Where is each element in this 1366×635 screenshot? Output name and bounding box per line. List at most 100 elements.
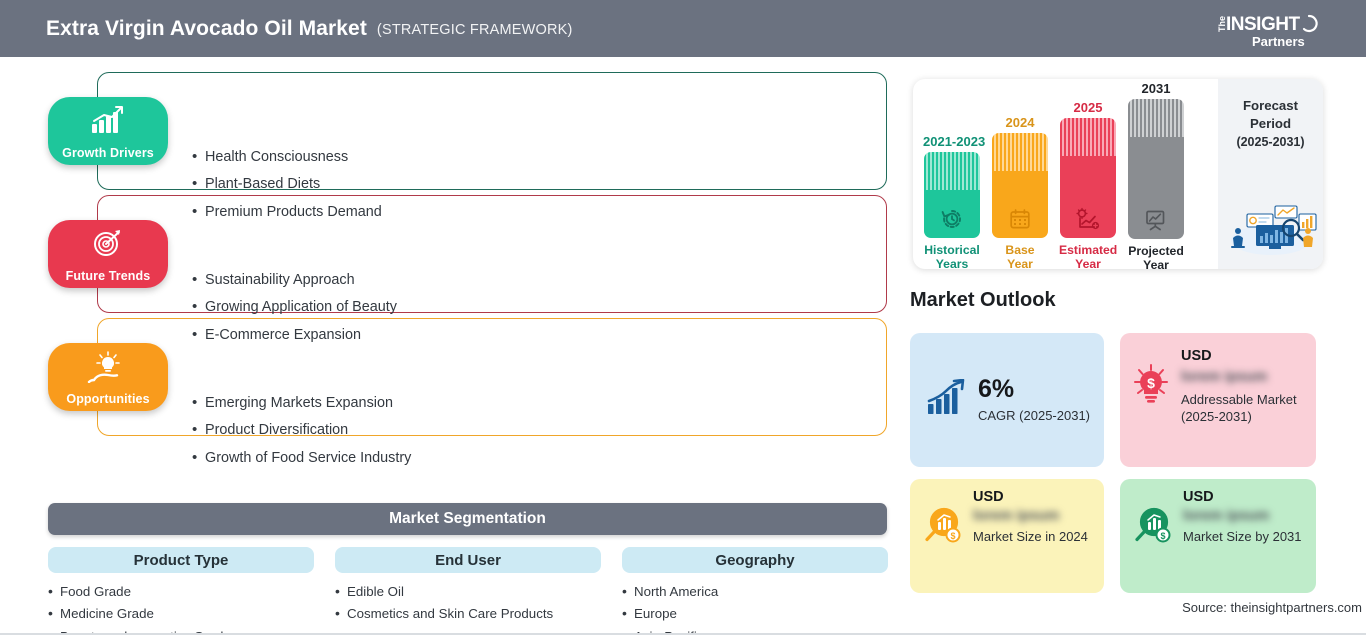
segment-list-end-user: Edible Oil Cosmetics and Skin Care Produ… <box>335 584 601 621</box>
svg-text:Partners: Partners <box>1252 34 1305 49</box>
badge-opportunities[interactable]: Opportunities <box>48 343 168 411</box>
list-growth-drivers: Health Consciousness Plant-Based Diets P… <box>192 149 382 232</box>
market-outlook-title: Market Outlook <box>910 289 1056 311</box>
bar-caption-line1: Estimated <box>1059 243 1118 257</box>
list-item: Beauty and cosmetics Grade <box>48 629 314 635</box>
card-addressable-market: $ USD lorem ipsum Addressable Market (20… <box>1120 333 1316 467</box>
bar-year-label: 2025 <box>1073 100 1103 115</box>
badge-label: Growth Drivers <box>62 145 154 160</box>
list-item: Cosmetics and Skin Care Products <box>335 606 601 620</box>
forecast-period-title: Forecast Period <box>1243 97 1298 133</box>
list-item: Plant-Based Diets <box>192 176 382 191</box>
list-item: Edible Oil <box>335 584 601 598</box>
svg-text:The: The <box>1217 16 1227 32</box>
redacted-value: lorem ipsum <box>1181 368 1268 385</box>
bar-year-label: 2031 <box>1141 81 1171 96</box>
currency-label: USD <box>1181 348 1212 364</box>
list-opportunities: Emerging Markets Expansion Product Diver… <box>192 395 411 478</box>
currency-label: USD <box>973 489 1004 505</box>
page-title: Extra Virgin Avocado Oil Market <box>46 16 367 40</box>
forecast-line1: Forecast <box>1243 98 1298 113</box>
timeline-bar-historical-years: 2021-2023 Historic <box>923 134 986 272</box>
bar-stripes <box>1128 99 1184 137</box>
card-caption: Addressable Market (2025-2031) <box>1181 392 1297 425</box>
segment-column-end-user: End User Edible Oil Cosmetics and Skin C… <box>335 547 601 630</box>
outlook-right-column: 2021-2023 Historic <box>908 57 1366 635</box>
list-item: Product Diversification <box>192 422 411 437</box>
bar-year-label: 2024 <box>1005 115 1035 130</box>
list-item: Medicine Grade <box>48 606 314 620</box>
bar-chart-growth-icon <box>88 105 128 140</box>
timeline-bar-projected-year: 2031 Projected <box>1127 82 1185 272</box>
card-market-size-2031: $ USD lorem ipsum Market Size by 2031 <box>1120 479 1316 593</box>
segment-column-geography: Geography North America Europe Asia-Paci… <box>622 547 888 635</box>
card-market-size-2024: $ USD lorem ipsum Market Size in 2024 <box>910 479 1104 593</box>
target-dart-icon <box>88 228 128 263</box>
forecast-period-panel: Forecast Period (2025-2031) <box>1218 79 1323 269</box>
hand-lightbulb-icon <box>86 351 130 388</box>
bottom-divider <box>0 633 1366 635</box>
segment-header-end-user: End User <box>335 547 601 573</box>
bar-stripes <box>992 133 1048 171</box>
segment-header-geography: Geography <box>622 547 888 573</box>
card-caption: Market Size in 2024 <box>973 529 1088 545</box>
bar-stripes <box>1060 118 1116 156</box>
study-period-timeline-card: 2021-2023 Historic <box>913 79 1323 272</box>
bar-caption-line2: Year <box>1007 257 1033 272</box>
segment-list-geography: North America Europe Asia-Pacific <box>622 584 888 635</box>
svg-text:$: $ <box>1160 531 1165 541</box>
currency-label: USD <box>1183 489 1214 505</box>
svg-text:$: $ <box>950 531 955 541</box>
bar-caption-line1: Historical <box>924 243 980 257</box>
redacted-value: lorem ipsum <box>1183 507 1270 524</box>
card-cagr: 6% CAGR (2025-2031) <box>910 333 1104 467</box>
bar-year-label: 2021-2023 <box>923 134 986 149</box>
redacted-value: lorem ipsum <box>973 507 1060 524</box>
insight-partners-logo: The INSIGHT Partners <box>1210 8 1330 52</box>
page-header: Extra Virgin Avocado Oil Market (STRATEG… <box>0 0 1366 57</box>
timeline-bars: 2021-2023 Historic <box>913 79 1218 272</box>
list-item: E-Commerce Expansion <box>192 327 397 342</box>
calendar-icon <box>1010 209 1030 229</box>
growth-bar-arrow-icon <box>926 378 968 422</box>
logo-mark-icon: The INSIGHT Partners <box>1217 14 1318 49</box>
list-item: Health Consciousness <box>192 149 382 164</box>
framework-left-column: Growth Drivers Future Trends <box>0 57 908 635</box>
badge-label: Future Trends <box>65 268 151 283</box>
clock-history-icon <box>941 210 961 228</box>
list-item: Food Grade <box>48 584 314 598</box>
svg-text:INSIGHT: INSIGHT <box>1226 14 1300 35</box>
badge-label: Opportunities <box>66 391 150 406</box>
list-future-trends: Sustainability Approach Growing Applicat… <box>192 272 397 355</box>
cagr-label: CAGR (2025-2031) <box>978 407 1090 423</box>
timeline-bar-estimated-year: 2025 <box>1059 101 1117 271</box>
projection-screen-icon <box>1146 210 1165 231</box>
list-item: Asia-Pacific <box>622 629 888 635</box>
bar-caption-line1: Base <box>1005 243 1035 257</box>
panel-growth-drivers <box>97 72 887 190</box>
svg-text:$: $ <box>1147 375 1155 391</box>
list-item: Growing Application of Beauty <box>192 299 397 314</box>
bar-caption-line2: Year <box>1075 257 1101 272</box>
badge-growth-drivers[interactable]: Growth Drivers <box>48 97 168 165</box>
segment-header-product-type: Product Type <box>48 547 314 573</box>
timeline-bar-base-year: 2024 <box>991 116 1049 271</box>
list-item: Sustainability Approach <box>192 272 397 287</box>
bar-caption-line1: Projected <box>1128 244 1184 258</box>
forecast-period-years: (2025-2031) <box>1236 134 1305 149</box>
list-item: Europe <box>622 606 888 620</box>
magnifier-bars-dollar-icon: $ <box>920 490 964 583</box>
badge-future-trends[interactable]: Future Trends <box>48 220 168 288</box>
segment-list-product-type: Food Grade Medicine Grade Beauty and cos… <box>48 584 314 635</box>
analytics-illustration-icon <box>1223 198 1319 261</box>
market-segmentation-header: Market Segmentation <box>48 503 887 535</box>
estimate-chart-icon <box>1076 207 1100 230</box>
list-item: Premium Products Demand <box>192 204 382 219</box>
card-caption: Market Size by 2031 <box>1183 529 1302 545</box>
list-item: Emerging Markets Expansion <box>192 395 411 410</box>
list-item: North America <box>622 584 888 598</box>
bar-caption-line2: Years <box>935 257 969 272</box>
forecast-line2: Period <box>1249 115 1292 131</box>
cagr-value: 6% <box>978 374 1015 403</box>
